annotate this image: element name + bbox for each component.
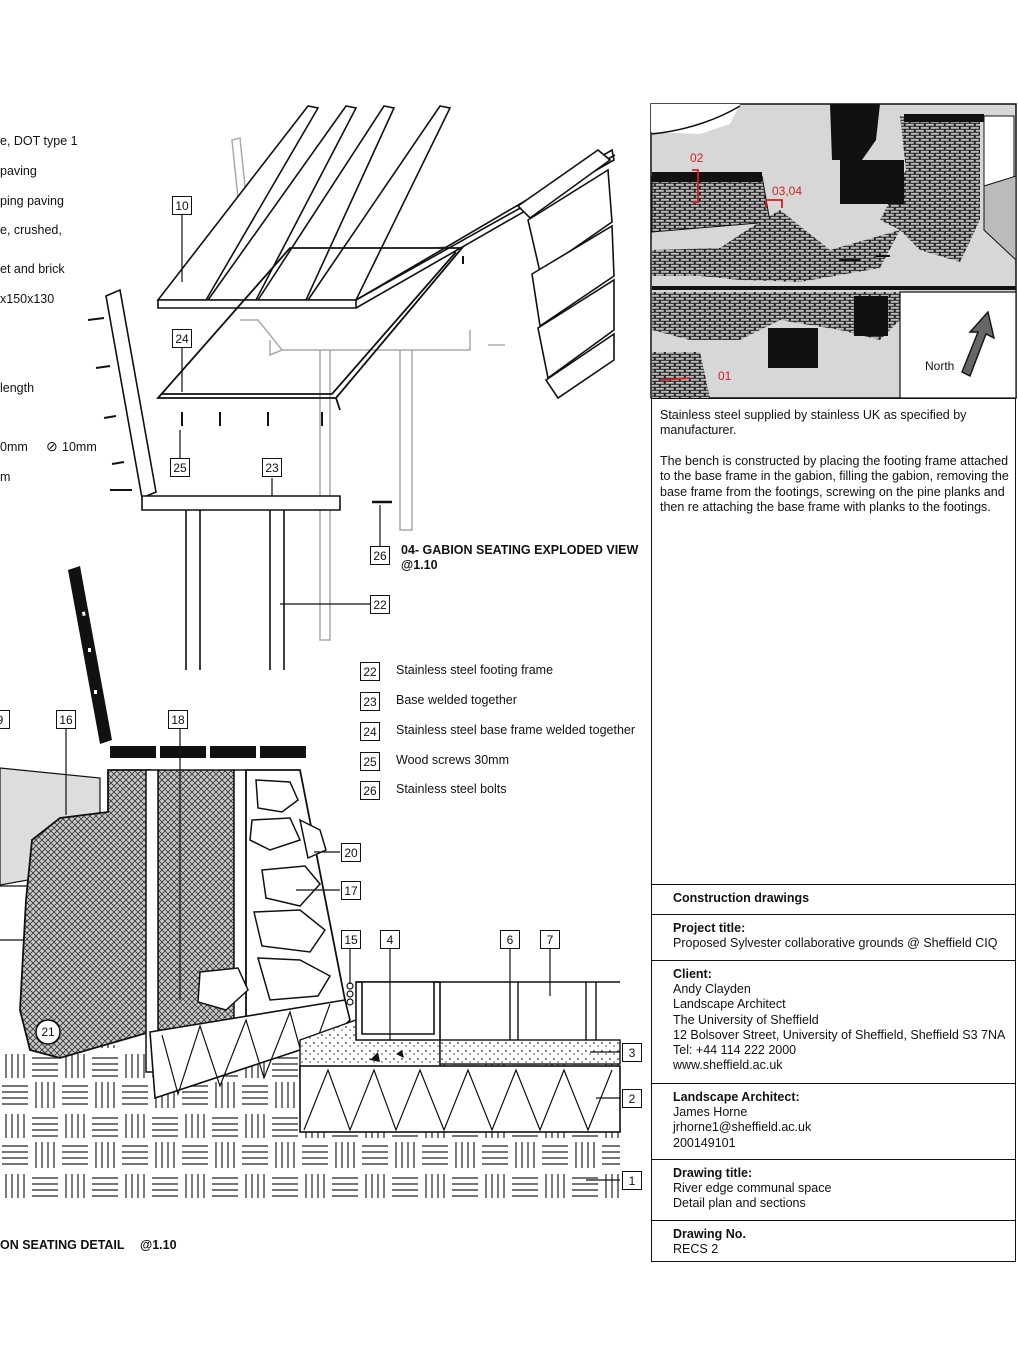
tag-16: 16 xyxy=(56,710,76,729)
tag-18: 18 xyxy=(168,710,188,729)
spec-fragment: paving xyxy=(0,164,37,178)
legend-number: 23 xyxy=(360,692,380,711)
legend-number: 24 xyxy=(360,722,380,741)
spec-fragment: et and brick xyxy=(0,262,65,276)
spec-fragment: e, DOT type 1 xyxy=(0,134,78,148)
tag-22: 22 xyxy=(370,595,390,614)
site-plan xyxy=(650,103,1017,399)
spec-fragment: 0mm xyxy=(0,440,28,454)
legend-text: Stainless steel base frame welded togeth… xyxy=(396,723,636,737)
tag-4: 4 xyxy=(380,930,400,949)
exploded-view-drawing xyxy=(87,105,616,670)
plan-marker-03-04: 03,04 xyxy=(772,184,803,198)
north-label: North xyxy=(925,359,955,373)
tag-9: 9 xyxy=(0,710,10,729)
title-block-drawing-title: Drawing title: River edge communal space… xyxy=(651,1159,1016,1221)
tag-21: 21 xyxy=(41,1025,55,1039)
tag-7: 7 xyxy=(540,930,560,949)
title-block-client: Client: Andy Clayden Landscape Architect… xyxy=(651,960,1016,1084)
legend-text: Stainless steel footing frame xyxy=(396,663,554,677)
legend-number: 22 xyxy=(360,662,380,681)
spec-fragment: ping paving xyxy=(0,194,64,208)
plan-marker-01: 01 xyxy=(718,369,732,383)
diameter-icon: ⊘ xyxy=(46,438,58,454)
legend-text: Stainless steel bolts xyxy=(396,782,507,796)
note-2: The bench is constructed by placing the … xyxy=(660,453,1009,515)
tag-25: 25 xyxy=(170,458,190,477)
notes-text: Stainless steel supplied by stainless UK… xyxy=(660,408,1010,530)
section-detail-scale: @1.10 xyxy=(140,1238,177,1252)
tag-24: 24 xyxy=(172,329,192,348)
tag-17: 17 xyxy=(341,881,361,900)
tag-3: 3 xyxy=(622,1043,642,1062)
tag-26: 26 xyxy=(370,546,390,565)
spec-fragment: length xyxy=(0,381,35,395)
exploded-view-scale: @1.10 xyxy=(401,558,438,572)
note-1: Stainless steel supplied by stainless UK… xyxy=(660,408,967,438)
spec-fragment: x150x130 xyxy=(0,292,55,306)
section-detail-drawing xyxy=(0,566,621,1200)
tag-23: 23 xyxy=(262,458,282,477)
spec-fragment: e, crushed, xyxy=(0,223,62,237)
title-block-project: Project title: Proposed Sylvester collab… xyxy=(651,914,1016,961)
tag-20: 20 xyxy=(341,843,361,862)
title-block-construction: Construction drawings xyxy=(651,884,1016,915)
title-block-drawing-no: Drawing No. RECS 2 xyxy=(651,1220,1016,1262)
legend-text: Wood screws 30mm xyxy=(396,753,509,767)
title-block-architect: Landscape Architect: James Horne jrhorne… xyxy=(651,1083,1016,1160)
tag-2: 2 xyxy=(622,1089,642,1108)
tag-1: 1 xyxy=(622,1171,642,1190)
tag-10: 10 xyxy=(172,196,192,215)
legend-number: 25 xyxy=(360,752,380,771)
exploded-view-title: 04- GABION SEATING EXPLODED VIEW xyxy=(401,543,639,557)
section-detail-title: ON SEATING DETAIL xyxy=(0,1238,125,1252)
spec-fragment: 10mm xyxy=(62,440,97,454)
spec-fragment: m xyxy=(0,470,11,484)
legend-number: 26 xyxy=(360,781,380,800)
tag-15: 15 xyxy=(341,930,361,949)
tag-6: 6 xyxy=(500,930,520,949)
plan-marker-02: 02 xyxy=(690,151,704,165)
legend-text: Base welded together xyxy=(396,693,517,707)
notes-panel xyxy=(651,398,1016,885)
